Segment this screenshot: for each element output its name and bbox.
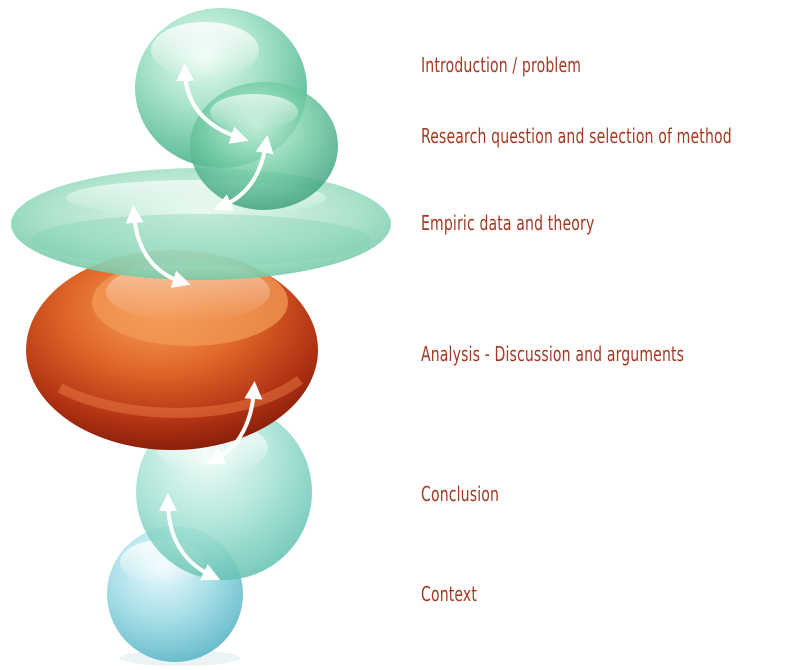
stacked-bubbles-illustration bbox=[11, 8, 391, 666]
step-label-research-question: Research question and selection of metho… bbox=[421, 124, 732, 148]
step-label-context: Context bbox=[421, 582, 478, 606]
arrow-analysis-conclusion bbox=[205, 381, 263, 465]
arrow-empiric-analysis bbox=[125, 205, 191, 288]
connector-arrows bbox=[125, 63, 274, 581]
arrow-conclusion-context bbox=[159, 493, 221, 581]
arrow-research-empiric bbox=[213, 135, 274, 212]
step-label-conclusion: Conclusion bbox=[421, 482, 500, 506]
step-label-introduction: Introduction / problem bbox=[421, 53, 582, 77]
empiric-disc bbox=[11, 168, 391, 280]
step-label-analysis: Analysis - Discussion and arguments bbox=[421, 342, 685, 366]
arrow-intro-research bbox=[176, 63, 249, 144]
step-label-empiric-data: Empiric data and theory bbox=[421, 211, 595, 235]
